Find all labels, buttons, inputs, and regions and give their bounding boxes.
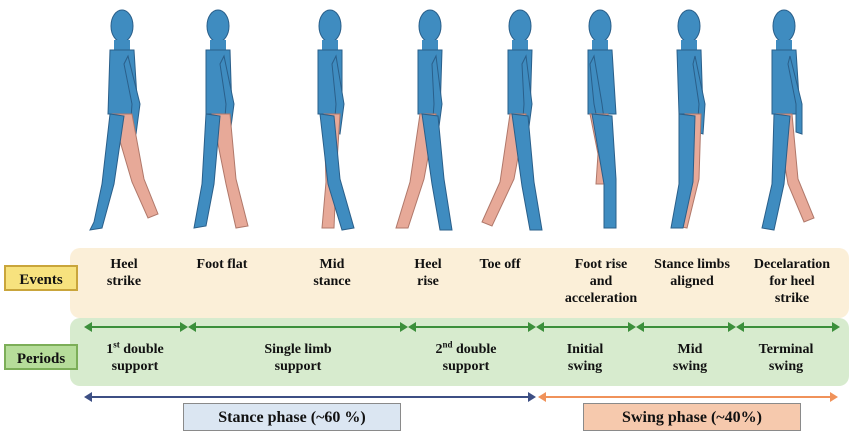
period-first-double-support: 1st double support bbox=[106, 341, 163, 375]
period-arrow-terminal-swing bbox=[738, 326, 838, 328]
event-heel-strike: Heel strike bbox=[107, 256, 141, 290]
figure-6-graphic bbox=[566, 4, 650, 242]
events-row-label: Events bbox=[4, 265, 78, 291]
period-arrow-mid-swing bbox=[638, 326, 734, 328]
figure-4-graphic bbox=[390, 4, 474, 242]
walking-figure-5 bbox=[478, 4, 562, 242]
period-arrow-second-double-support bbox=[410, 326, 534, 328]
period-second-double-support: 2nd double support bbox=[436, 341, 497, 375]
period-second-sup: nd bbox=[443, 339, 453, 349]
event-mid-stance: Mid stance bbox=[313, 256, 350, 290]
walking-figure-4 bbox=[390, 4, 474, 242]
period-arrow-single-limb-support bbox=[190, 326, 406, 328]
walking-figure-7 bbox=[655, 4, 739, 242]
figure-2-graphic bbox=[180, 4, 264, 242]
period-terminal-swing: Terminal swing bbox=[759, 341, 814, 375]
figure-5-graphic bbox=[478, 4, 562, 242]
period-arrow-first-double-support bbox=[86, 326, 186, 328]
event-deceleration-heel-strike: Decelaration for heel strike bbox=[754, 256, 830, 307]
figure-3-graphic bbox=[290, 4, 374, 242]
period-first-ordinal: 1 bbox=[106, 342, 113, 357]
period-second-ordinal: 2 bbox=[436, 342, 443, 357]
period-arrow-initial-swing bbox=[538, 326, 634, 328]
event-foot-rise-acceleration: Foot rise and acceleration bbox=[565, 256, 637, 307]
walking-figure-3 bbox=[290, 4, 374, 242]
events-band bbox=[70, 248, 849, 318]
period-initial-swing: Initial swing bbox=[567, 341, 604, 375]
figure-7-graphic bbox=[655, 4, 739, 242]
swing-phase-label: Swing phase (~40%) bbox=[583, 403, 801, 431]
period-mid-swing: Mid swing bbox=[673, 341, 707, 375]
swing-phase-arrow bbox=[540, 396, 836, 398]
periods-row-label: Periods bbox=[4, 344, 78, 370]
figure-1-graphic bbox=[84, 4, 168, 242]
stance-phase-label: Stance phase (~60 %) bbox=[183, 403, 401, 431]
period-single-limb-support: Single limb support bbox=[264, 341, 331, 375]
stance-phase-arrow bbox=[86, 396, 534, 398]
walking-figure-1 bbox=[84, 4, 168, 242]
period-first-label: double support bbox=[112, 342, 164, 374]
figure-8-graphic bbox=[750, 4, 834, 242]
event-toe-off: Toe off bbox=[479, 256, 520, 273]
walking-figure-2 bbox=[180, 4, 264, 242]
event-foot-flat: Foot flat bbox=[197, 256, 248, 273]
walking-figure-6 bbox=[566, 4, 650, 242]
event-heel-rise: Heel rise bbox=[414, 256, 441, 290]
walking-figure-8 bbox=[750, 4, 834, 242]
event-stance-limbs-aligned: Stance limbs aligned bbox=[654, 256, 730, 290]
